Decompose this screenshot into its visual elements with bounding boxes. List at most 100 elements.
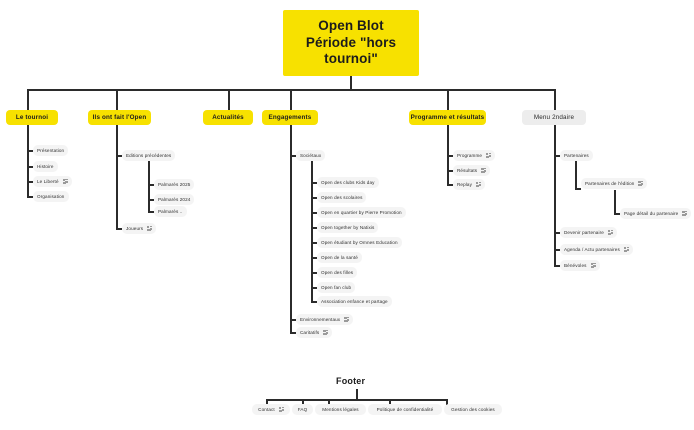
tick-2-1-2 [148,199,154,201]
branch-label: Engagements [268,114,312,121]
root-stem [350,76,352,90]
leaf-open-fan-club[interactable]: Open fan club [317,282,356,293]
leaf-label: Caritatifs [300,330,320,335]
leaf-replay[interactable]: Replay [453,179,486,190]
drop-branch-4 [290,89,292,110]
branch-label: Le tournoi [15,114,49,121]
drop-footer-2 [302,399,304,405]
footer-stem [356,389,358,400]
footer-item-contact[interactable]: Contact [252,404,290,415]
drop-footer-1 [266,399,268,405]
leaf-caritatifs[interactable]: Caritatifs [296,327,333,338]
leaf-open-de-la-sante[interactable]: Open de la santé [317,252,362,263]
leaf-organisation[interactable]: Organisation [33,191,69,202]
drop-branch-3 [228,89,230,110]
leaf-label: Open des scolaires [321,195,363,200]
leaf-label: Open together by Natixis [321,225,375,230]
branch-node-actualites[interactable]: Actualités [203,110,253,125]
leaf-editions-precedentes[interactable]: Editions précédentes [122,150,176,161]
spine-branch-5 [447,125,449,184]
tick-4-1-1 [311,182,317,184]
leaf-label: Le Liberté [37,179,59,184]
tick-4-1-7 [311,272,317,274]
leaf-benevoles[interactable]: Bénévoles [560,260,600,271]
leaf-page-detail-du-partenaire[interactable]: Page détail du partenaire [620,208,692,219]
spine-partenaires-2 [575,161,577,188]
leaf-label: Open de la santé [321,255,358,260]
leaf-open-etudiant[interactable]: Open étudiant by Omnes Education [317,237,402,248]
tick-4-1-6 [311,257,317,259]
spine-branch-2 [116,125,118,229]
leaf-le-liberte[interactable]: Le Liberté [33,176,72,187]
leaf-joueurs[interactable]: Joueurs [122,223,157,234]
tick-4-2 [290,319,296,321]
leaf-label: Page détail du partenaire [624,211,679,216]
page-icon [147,226,153,231]
page-icon [481,168,487,173]
leaf-label: Histoire [37,164,54,169]
leaf-environnementaux[interactable]: Environnementaux [296,314,354,325]
tick-2-1-1 [148,184,154,186]
branch-label: Menu 2ndaire [533,114,575,121]
leaf-devenir-partenaire[interactable]: Devenir partenaire [560,227,617,238]
tick-4-1-8 [311,287,317,289]
root-node[interactable]: Open Blot Période "hors tournoi" [283,10,419,76]
leaf-open-des-scolaires[interactable]: Open des scolaires [317,192,367,203]
leaf-label: Open en quartier by Pierre Promotion [321,210,402,215]
leaf-palmares-2025[interactable]: Palmarès 2025 [154,179,195,190]
tick-4-1-3 [311,212,317,214]
footer-item-label: Mentions légales [322,407,359,412]
leaf-presentation[interactable]: Présentation [33,145,69,156]
leaf-palmares-more[interactable]: Palmarès .. [154,206,187,217]
leaf-open-des-clubs-kids-day[interactable]: Open des clubs Kids day [317,177,379,188]
branch-label: Actualités [212,114,244,121]
tick-2-1 [116,155,122,157]
tick-4-1-9 [311,301,317,303]
page-icon [278,407,284,412]
leaf-resultats[interactable]: Résultats [453,165,491,176]
leaf-open-en-quartier[interactable]: Open en quartier by Pierre Promotion [317,207,406,218]
leaf-agenda-actu-partenaires[interactable]: Agenda / Actu partenaires [560,244,633,255]
leaf-histoire[interactable]: Histoire [33,161,58,172]
page-icon [623,247,629,252]
footer-item-mentions-legales[interactable]: Mentions légales [315,404,366,415]
footer-item-politique-de-confidentialite[interactable]: Politique de confidentialité [368,404,442,415]
leaf-open-des-filles[interactable]: Open des filles [317,267,358,278]
footer-item-label: Contact [258,407,275,412]
leaf-palmares-2024[interactable]: Palmarès 2024 [154,194,195,205]
branch-node-le-tournoi[interactable]: Le tournoi [6,110,58,125]
leaf-label: Agenda / Actu partenaires [564,247,620,252]
leaf-open-together[interactable]: Open together by Natixis [317,222,379,233]
leaf-association-enfance-et-partage[interactable]: Association enfance et partage [317,296,392,307]
root-title-line-2: Période "hors [305,34,397,50]
branch-node-engagements[interactable]: Engagements [262,110,318,125]
branch-node-ils-ont-fait-l-open[interactable]: Ils ont fait l'Open [88,110,151,125]
branch-node-menu-2ndaire[interactable]: Menu 2ndaire [522,110,586,125]
drop-footer-5 [446,399,448,405]
footer-item-label: FAQ [297,407,308,412]
footer-item-gestion-des-cookies[interactable]: Gestion des cookies [444,404,502,415]
tick-1-2 [27,166,33,168]
footer-title: Footer [336,376,366,386]
leaf-label: Résultats [457,168,478,173]
branch-node-programme-et-resultats[interactable]: Programme et résultats [409,110,486,125]
branch-label: Ils ont fait l'Open [92,114,147,121]
tick-6-1 [554,155,560,157]
leaf-societaux[interactable]: Sociétaux [296,150,326,161]
tick-4-1 [290,155,296,157]
tick-6-1-1 [575,188,581,190]
leaf-label: Sociétaux [300,153,322,158]
leaf-label: Devenir partenaire [564,230,604,235]
page-icon [682,211,688,216]
leaf-partenaires[interactable]: Partenaires [560,150,593,161]
leaf-label: Open des filles [321,270,354,275]
leaf-label: Open étudiant by Omnes Education [321,240,398,245]
spine-branch-1 [27,125,29,196]
leaf-programme[interactable]: Programme [453,150,496,161]
footer-item-faq[interactable]: FAQ [292,404,313,415]
spine-editions-precedentes [148,161,150,211]
leaf-partenaires-de-l-edition[interactable]: Partenaires de l'édition [581,178,648,189]
tick-6-4 [554,265,560,267]
leaf-label: Replay [457,182,473,187]
